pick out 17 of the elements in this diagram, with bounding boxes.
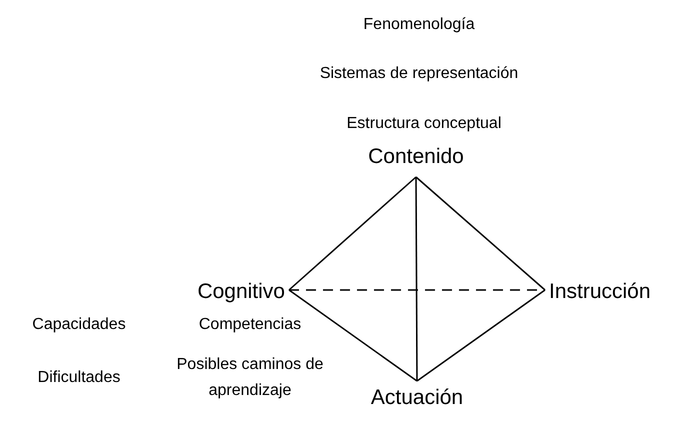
text-label: Competencias (198, 316, 302, 333)
line (288, 176, 416, 291)
vertex-label: Instrucción (549, 279, 651, 305)
text-label: Sistemas de representación (320, 65, 518, 82)
text-label: Capacidades (32, 316, 126, 333)
vertex-label: Cognitivo (197, 279, 285, 305)
vertex-label: Actuación (370, 385, 464, 411)
line (416, 176, 546, 291)
text-label: Posibles caminos de aprendizaje (176, 356, 324, 399)
text-label: Fenomenología (363, 16, 475, 33)
text-label: Dificultades (38, 369, 120, 386)
line (288, 289, 418, 382)
line (416, 289, 546, 382)
dashed-line (289, 289, 545, 291)
text-label: Estructura conceptual (346, 115, 502, 132)
vertex-label: Contenido (368, 144, 464, 170)
line (415, 177, 418, 381)
